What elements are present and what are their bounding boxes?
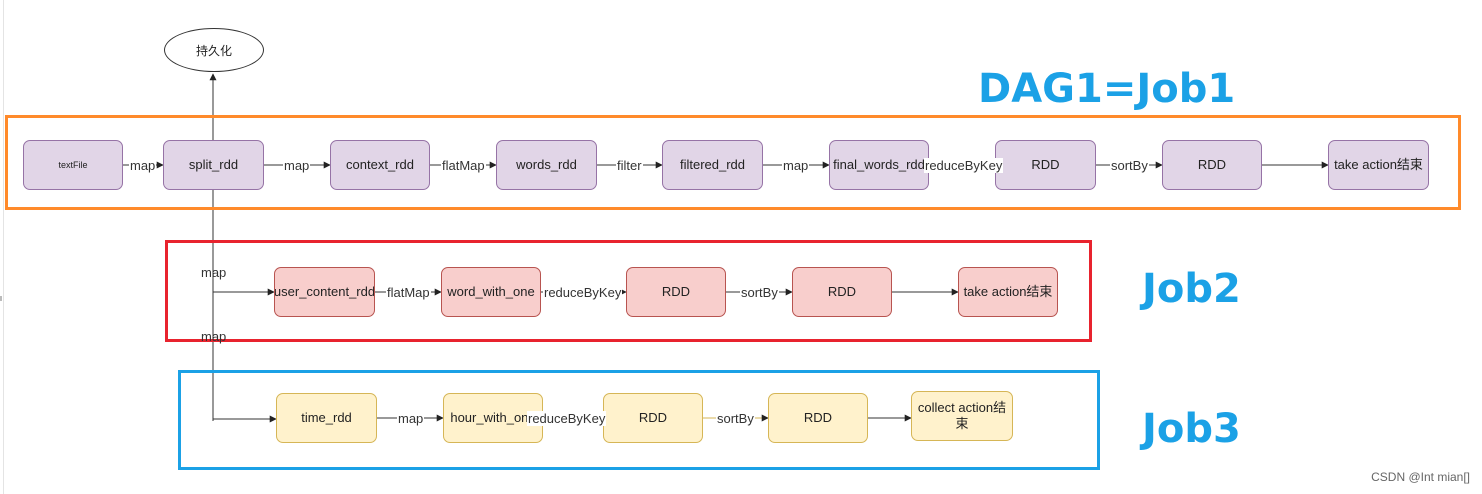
job2-node-rdd-1: RDD: [626, 267, 726, 317]
job1-node-take-action: take action结束: [1328, 140, 1429, 190]
job2-edge-label-3: sortBy: [740, 285, 779, 300]
job1-frame: [5, 115, 1461, 210]
job1-node-final-words-rdd: final_words_rdd: [829, 140, 929, 190]
job1-title: DAG1=Job1: [978, 66, 1236, 112]
persist-node: 持久化: [164, 28, 264, 72]
job1-node-split-rdd: split_rdd: [163, 140, 264, 190]
job2-title: Job2: [1142, 266, 1241, 312]
job1-edge-label-7: sortBy: [1110, 158, 1149, 173]
job1-edge-label-1: map: [129, 158, 157, 173]
job2-node-user-content-rdd: user_content_rdd: [274, 267, 375, 317]
job2-node-word-with-one: word_with_one: [441, 267, 541, 317]
job3-node-hour-with-one: hour_with_one: [443, 393, 543, 443]
job2-node-rdd-2: RDD: [792, 267, 892, 317]
job3-title: Job3: [1142, 406, 1241, 452]
job1-edge-label-2: map: [283, 158, 311, 173]
job3-edge-label-2: reduceByKey: [527, 411, 607, 426]
job1-edge-label-4: filter: [616, 158, 643, 173]
watermark: CSDN @Int mian[]: [1371, 470, 1470, 484]
job1-node-words-rdd: words_rdd: [496, 140, 597, 190]
job1-node-rdd-2: RDD: [1162, 140, 1262, 190]
job1-node-context-rdd: context_rdd: [330, 140, 430, 190]
job2-frame: [165, 240, 1092, 342]
job1-edge-label-3: flatMap: [441, 158, 486, 173]
job2-edge-label-2: reduceByKey: [543, 285, 623, 300]
job2-node-take-action: take action结束: [958, 267, 1058, 317]
job1-edge-label-5: map: [782, 158, 810, 173]
job2-branch-label: map: [201, 265, 227, 280]
job3-node-collect-action: collect action结束: [911, 391, 1013, 441]
job2-edge-label-1: flatMap: [386, 285, 431, 300]
job3-edge-label-1: map: [397, 411, 425, 426]
left-edge-rule: [3, 0, 4, 494]
job1-node-textfile: textFile: [23, 140, 123, 190]
job3-node-rdd-2: RDD: [768, 393, 868, 443]
job3-frame: [178, 370, 1100, 470]
job1-node-rdd-1: RDD: [995, 140, 1096, 190]
job3-node-rdd-1: RDD: [603, 393, 703, 443]
job3-node-time-rdd: time_rdd: [276, 393, 377, 443]
edge-marker: [0, 296, 2, 301]
job1-node-filtered-rdd: filtered_rdd: [662, 140, 763, 190]
job3-edge-label-3: sortBy: [716, 411, 755, 426]
job3-branch-label: map: [201, 329, 227, 344]
job1-edge-label-6: reduceByKey: [924, 158, 1004, 173]
